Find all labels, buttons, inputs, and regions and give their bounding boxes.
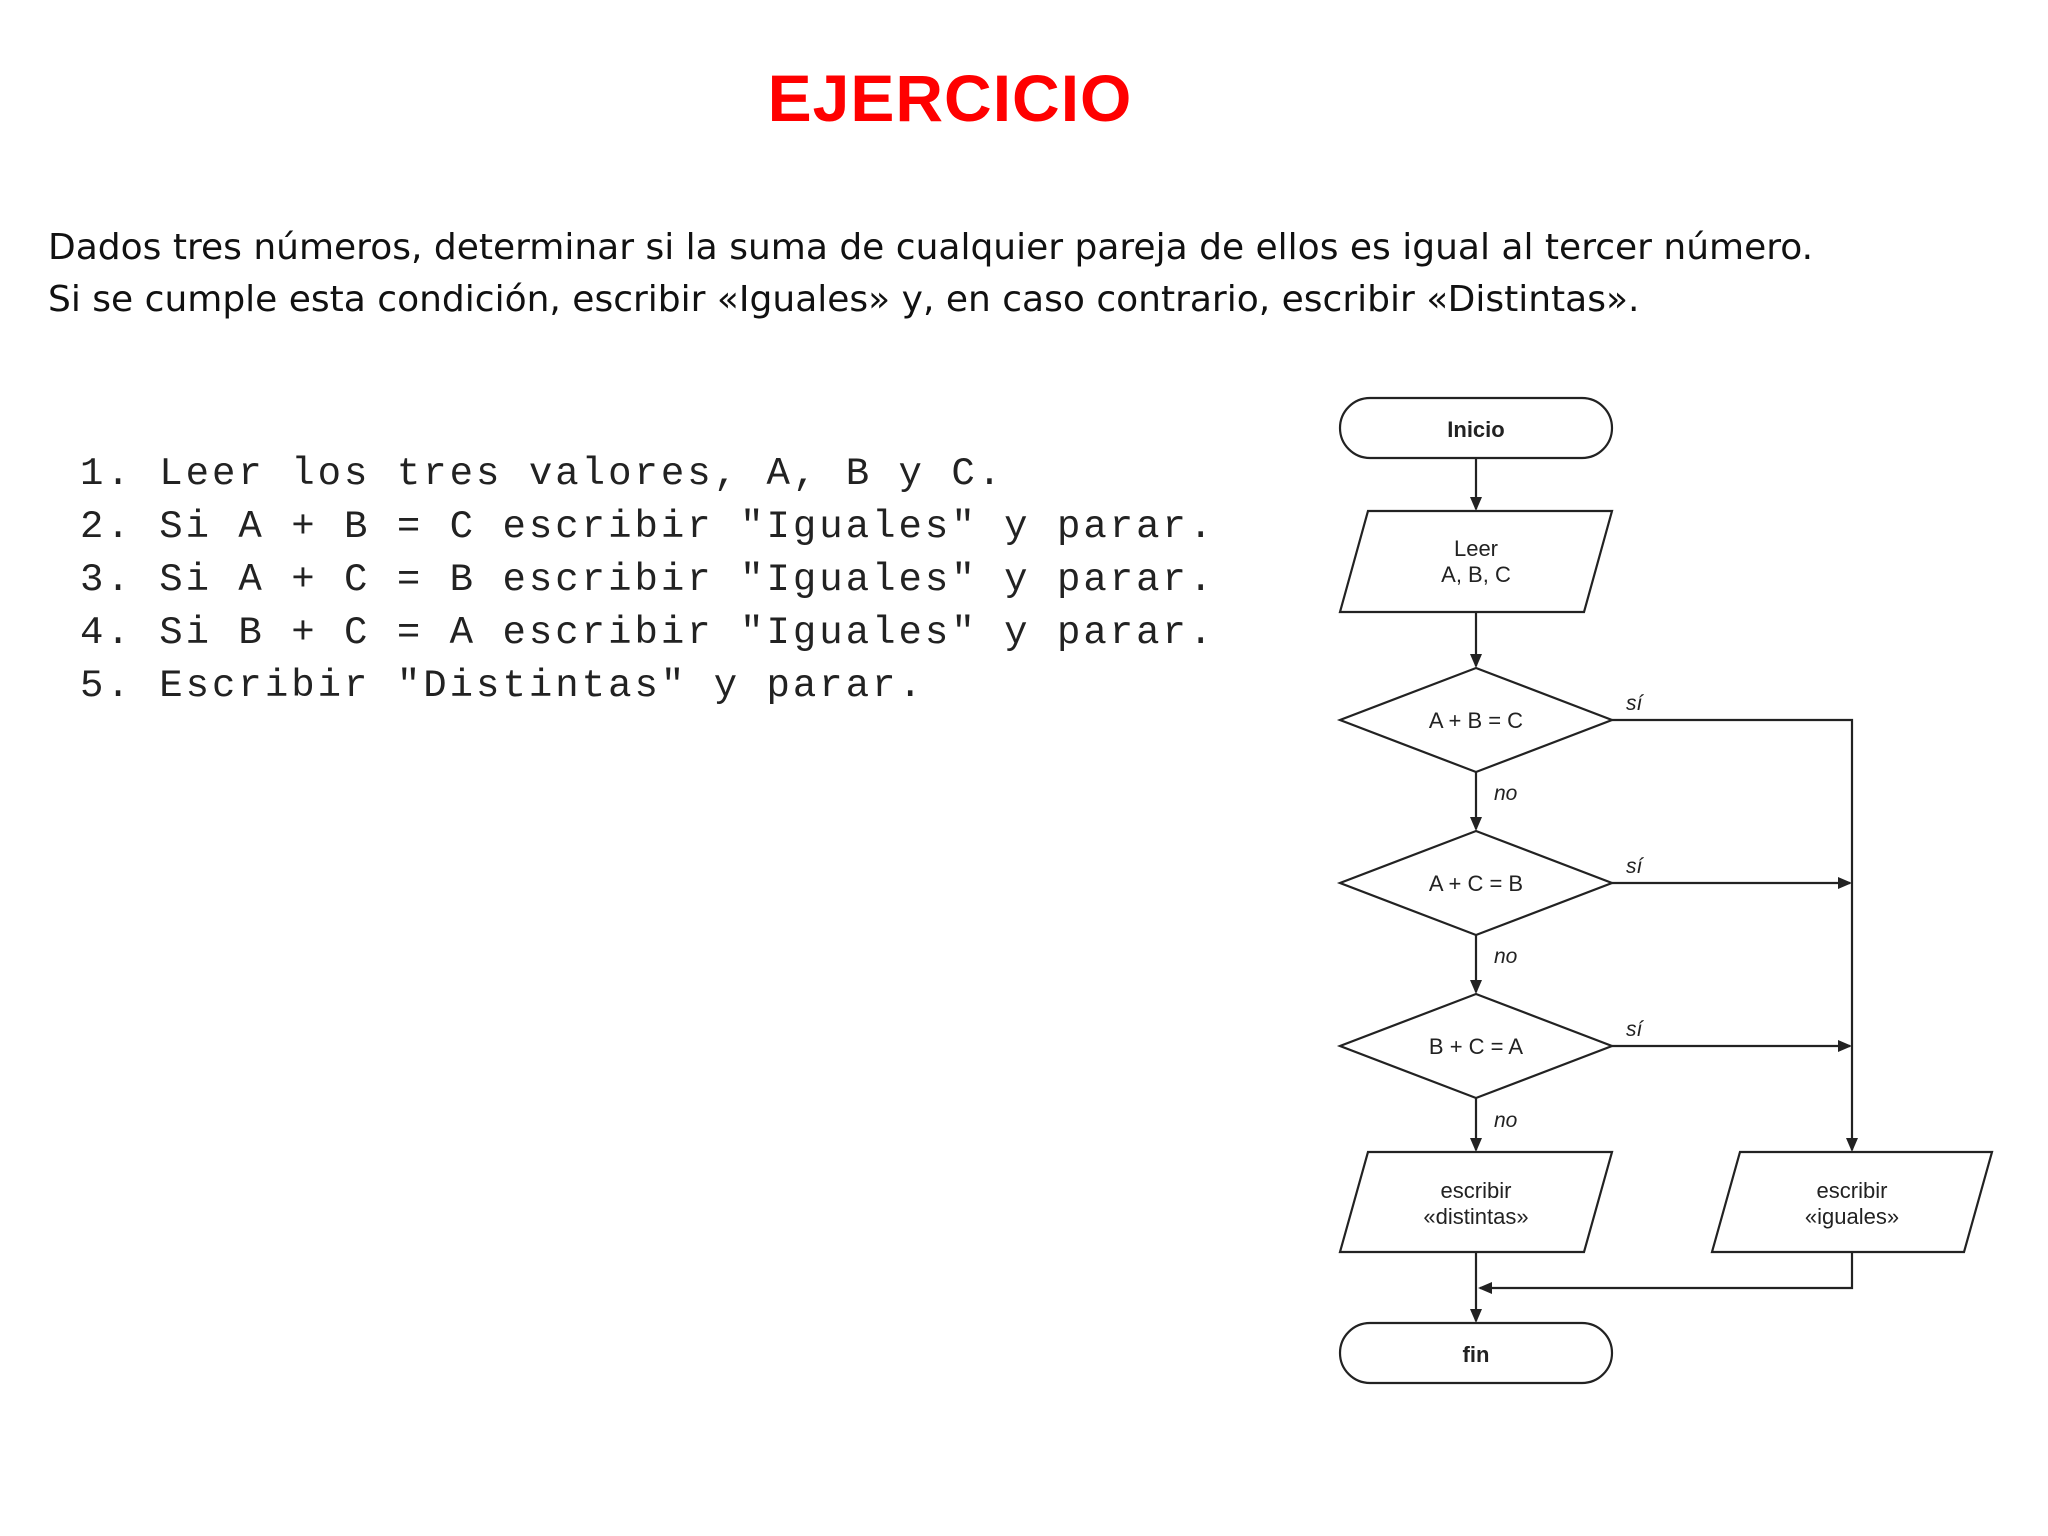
no-label: no xyxy=(1494,782,1518,805)
problem-statement: Dados tres números, determinar si la sum… xyxy=(48,222,2028,326)
step-item: 5. Escribir "Distintas" y parar. xyxy=(80,664,925,708)
step-item: 1. Leer los tres valores, A, B y C. xyxy=(80,452,1005,496)
read-label: Leer xyxy=(1454,536,1498,561)
output-equal-label: escribir xyxy=(1817,1178,1888,1203)
yes-label: sí xyxy=(1626,1018,1645,1041)
end-label: fin xyxy=(1463,1342,1490,1367)
yes-label: sí xyxy=(1626,855,1645,878)
step-item: 2. Si A + B = C escribir "Iguales" y par… xyxy=(80,505,1216,549)
decision-1-label: A + B = C xyxy=(1429,708,1523,733)
decision-2-label: A + C = B xyxy=(1429,871,1523,896)
yes-branch-arrow xyxy=(1612,718,1858,1152)
output-equal-value: «iguales» xyxy=(1805,1204,1899,1229)
step-item: 3. Si A + C = B escribir "Iguales" y par… xyxy=(80,558,1216,602)
statement-line-2: Si se cumple esta condición, escribir «I… xyxy=(48,279,1640,320)
step-item: 4. Si B + C = A escribir "Iguales" y par… xyxy=(80,611,1216,655)
page-title: EJERCICIO xyxy=(767,61,1133,135)
no-label: no xyxy=(1494,945,1518,968)
no-label: no xyxy=(1494,1109,1518,1132)
output-distinct-box xyxy=(1338,1150,1614,1254)
decision-3-label: B + C = A xyxy=(1429,1034,1523,1059)
read-input-box xyxy=(1338,509,1614,614)
read-variables-label: A, B, C xyxy=(1441,562,1511,587)
output-equal-box xyxy=(1710,1150,1994,1254)
output-distinct-label: escribir xyxy=(1441,1178,1512,1203)
start-label: Inicio xyxy=(1447,417,1504,442)
yes-label: sí xyxy=(1626,692,1645,715)
merge-arrow xyxy=(1478,1252,1854,1294)
output-distinct-value: «distintas» xyxy=(1423,1204,1528,1229)
algorithm-steps: 1. Leer los tres valores, A, B y C. 2. S… xyxy=(80,448,1215,713)
statement-line-1: Dados tres números, determinar si la sum… xyxy=(48,227,1814,268)
end-terminator xyxy=(1338,1321,1614,1385)
flowchart: Inicio Leer A, B, C A + B = C sí no A + … xyxy=(1336,396,1994,1385)
